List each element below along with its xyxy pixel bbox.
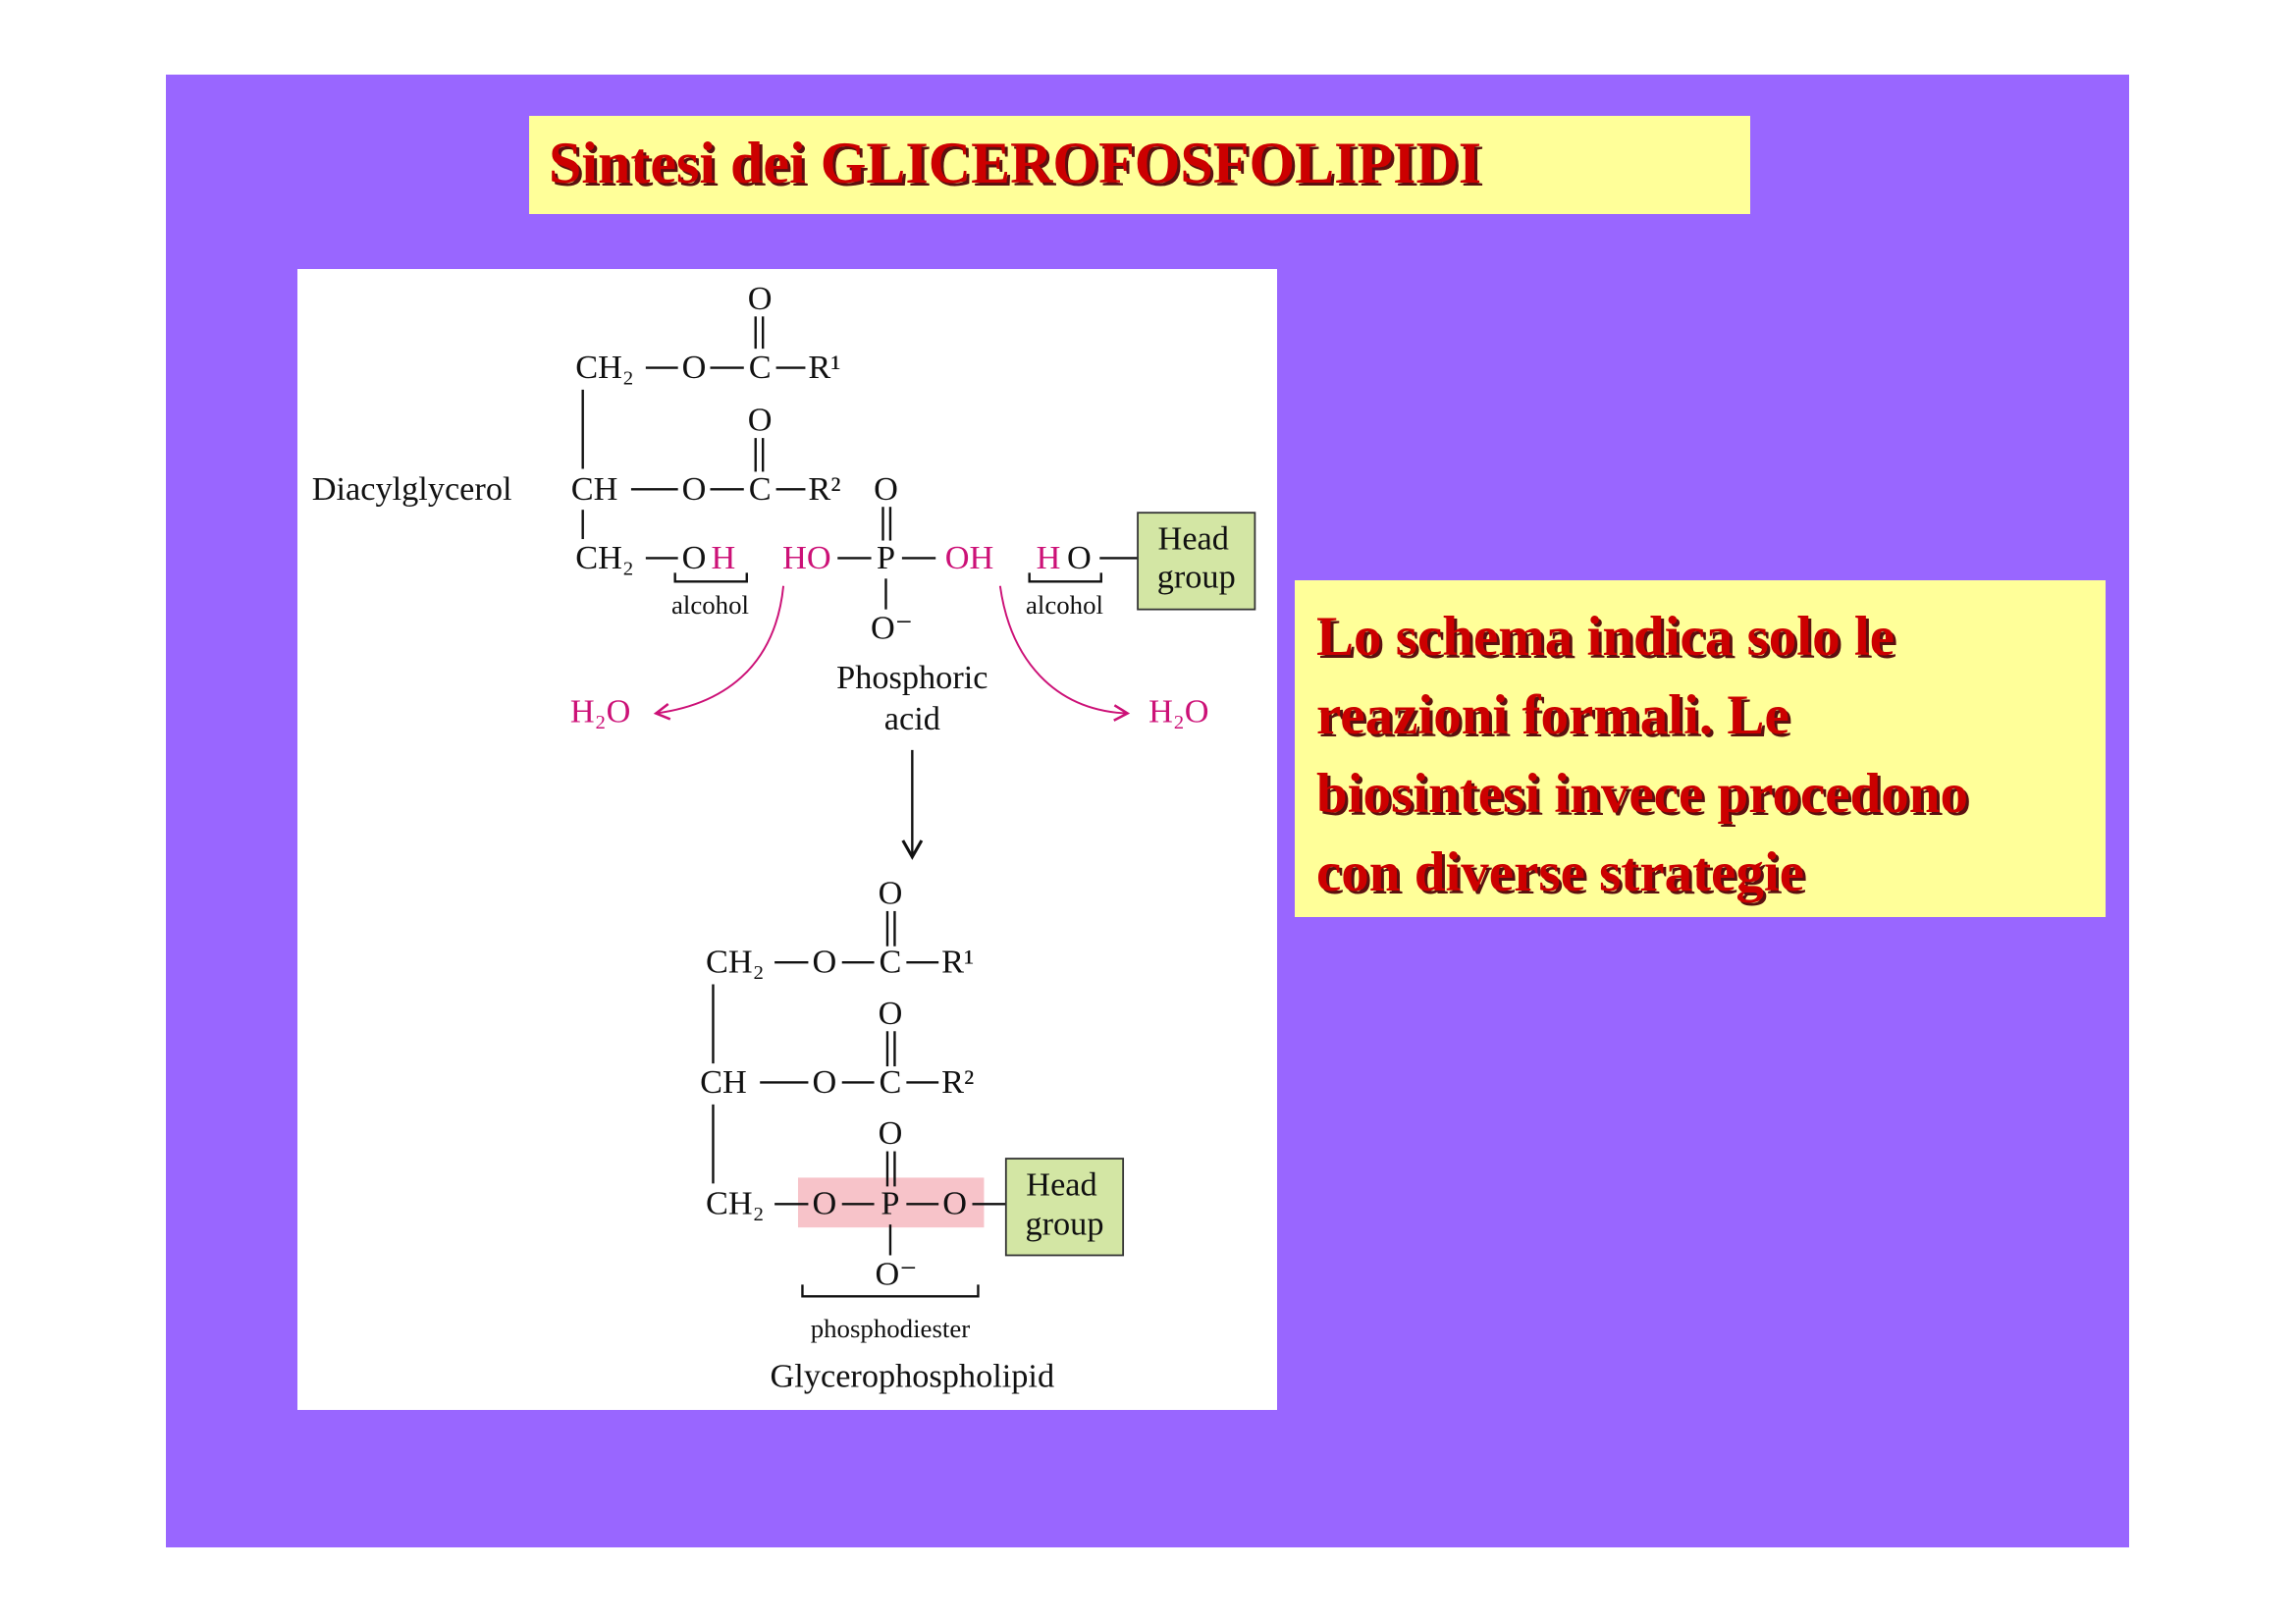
head-group-alcohol: H O alcohol Head group [1026, 512, 1256, 620]
atom-oh-highlight: OH [945, 539, 994, 576]
glycerophospholipid-structure: O CH₂ O C R¹ O CH O C R² O CH₂ O P O Hea… [700, 874, 1125, 1395]
head-group-box [1004, 1158, 1125, 1257]
acid-label: acid [884, 700, 940, 737]
atom-ch2: CH₂ [575, 349, 634, 386]
glycerophospholipid-label: Glycerophospholipid [771, 1358, 1055, 1395]
atom-o-minus: O⁻ [871, 609, 913, 646]
atom-o: O [812, 1185, 836, 1222]
atom-c: C [880, 944, 902, 981]
atom-r2: R² [808, 470, 840, 508]
atom-o: O [879, 874, 903, 911]
atom-o: O [748, 280, 773, 317]
atom-c: C [880, 1063, 902, 1101]
atom-c: C [749, 470, 772, 508]
water-label-left: H₂O [570, 693, 631, 730]
atom-o: O [1067, 539, 1092, 576]
atom-p: P [881, 1185, 899, 1222]
head-label: Head [1158, 519, 1229, 557]
phosphodiester-label: phosphodiester [811, 1314, 971, 1343]
note-text: Lo schema indica solo le reazioni formal… [1316, 598, 1968, 912]
group-label: group [1157, 558, 1236, 595]
phosphoric-label: Phosphoric [836, 659, 988, 696]
note-line: con diverse strategie [1316, 841, 1804, 903]
atom-c: C [749, 349, 772, 386]
atom-r1: R¹ [808, 349, 840, 386]
slide-title: Sintesi dei GLICEROFOSFOLIPIDI [549, 131, 1482, 195]
atom-p: P [877, 539, 895, 576]
head-label: Head [1026, 1165, 1096, 1203]
atom-h-highlight: H [712, 539, 736, 576]
water-release-arrow-right [998, 585, 1131, 722]
title-box: Sintesi dei GLICEROFOSFOLIPIDI [529, 116, 1750, 214]
atom-ch2: CH₂ [706, 944, 765, 981]
phosphoric-acid-structure: O HO P OH O⁻ Phosphoric acid [782, 470, 993, 737]
note-line: reazioni formali. Le [1316, 684, 1789, 746]
atom-ch2: CH₂ [706, 1185, 765, 1222]
note-box: Lo schema indica solo le reazioni formal… [1295, 580, 2106, 917]
alcohol-label: alcohol [671, 590, 749, 620]
atom-o: O [682, 349, 707, 386]
atom-o: O [879, 995, 903, 1032]
atom-h-highlight: H [1037, 539, 1061, 576]
alcohol-label: alcohol [1026, 590, 1103, 620]
atom-o: O [879, 1114, 903, 1152]
atom-o: O [682, 539, 707, 576]
water-release-arrow-left [653, 585, 785, 721]
diacylglycerol-structure: O CH₂ O C R¹ O Diacylglycerol CH O C R² … [312, 280, 841, 620]
atom-o-minus: O⁻ [875, 1255, 917, 1292]
water-label-right: H₂O [1148, 693, 1209, 730]
atom-r2: R² [941, 1063, 974, 1101]
atom-ho-highlight: HO [782, 539, 831, 576]
atom-o: O [748, 402, 773, 439]
atom-o: O [812, 944, 836, 981]
note-line: biosintesi invece procedono [1316, 763, 1968, 825]
phosphodiester-highlight [797, 1177, 985, 1228]
atom-o: O [682, 470, 707, 508]
atom-ch2: CH₂ [575, 539, 634, 576]
atom-o: O [812, 1063, 836, 1101]
atom-o: O [874, 470, 898, 508]
diacylglycerol-label: Diacylglycerol [312, 470, 512, 508]
note-line: Lo schema indica solo le [1316, 606, 1896, 668]
group-label: group [1025, 1206, 1103, 1243]
atom-ch: CH [700, 1063, 747, 1101]
atom-o: O [942, 1185, 967, 1222]
atom-r1: R¹ [941, 944, 974, 981]
head-group-box [1137, 512, 1256, 611]
atom-ch: CH [571, 470, 618, 508]
